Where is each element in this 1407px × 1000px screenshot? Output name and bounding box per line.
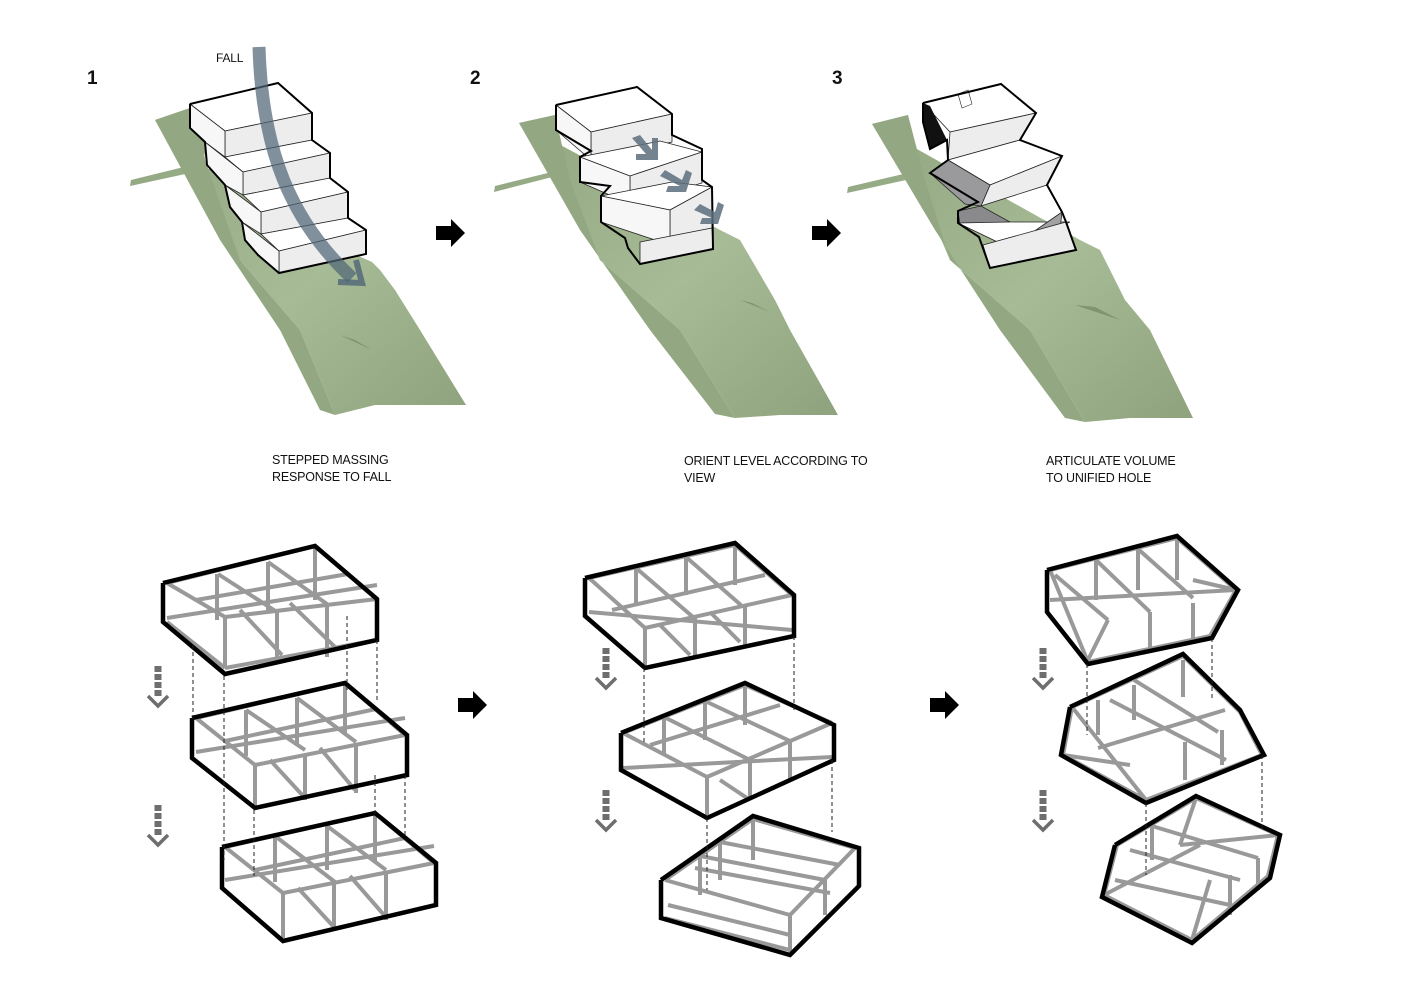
frame-arrow-1-to-2-icon (458, 691, 487, 719)
step-3-caption-line2: TO UNIFIED HOLE (1046, 471, 1151, 485)
frame-2b (618, 680, 837, 821)
step-1-number: 1 (87, 68, 98, 89)
stack-arrow-3a-icon (1031, 646, 1055, 690)
site-terrain-2 (494, 115, 838, 418)
fall-arrow-icon (252, 46, 357, 283)
articulated-massing (922, 82, 1078, 270)
step-3-caption-line1: ARTICULATE VOLUME (1046, 454, 1176, 468)
frame-stack-3 (1031, 533, 1283, 946)
stack-arrow-2a-icon (594, 646, 618, 690)
fall-arrow-head-icon (337, 259, 366, 287)
orient-arrow-icons (632, 135, 724, 224)
step-2-caption-line2: VIEW (684, 471, 716, 485)
alignment-lines-1 (192, 616, 406, 876)
frame-arrow-2-to-3-icon (930, 691, 959, 719)
step-2-panel: 2 ORIENT LEVEL ACCORDING TO VIEW (470, 68, 868, 485)
frame-1a (160, 543, 380, 677)
step-arrow-1-to-2-icon (436, 219, 465, 247)
frame-3a (1044, 533, 1241, 667)
frame-2c (658, 813, 862, 958)
frame-1b (189, 680, 410, 811)
stack-arrow-3b-icon (1031, 788, 1055, 832)
frame-stack-2 (582, 540, 862, 958)
site-terrain-3 (847, 115, 1193, 422)
step-3-number: 3 (832, 68, 843, 89)
alignment-lines-2 (643, 636, 833, 890)
fall-label: FALL (216, 51, 244, 65)
frame-2a (582, 540, 797, 671)
alignment-lines-3 (1086, 638, 1263, 875)
step-2-caption-line1: ORIENT LEVEL ACCORDING TO (684, 454, 868, 468)
step-3-panel: 3 ARTICULATE VOLUME TO UNIFIED HOLE (832, 68, 1193, 485)
step-1-caption-line1: STEPPED MASSING (272, 453, 388, 467)
frame-3c (1099, 793, 1283, 946)
stack-arrow-1a-icon (146, 664, 170, 708)
step-arrow-2-to-3-icon (812, 219, 841, 247)
stack-arrow-1b-icon (146, 803, 170, 847)
frame-3b (1058, 651, 1268, 806)
step-1-panel: 1 FALL STEPPED MASSING RESPONSE (87, 46, 466, 484)
step-2-number: 2 (470, 68, 481, 89)
step-1-caption-line2: RESPONSE TO FALL (272, 470, 392, 484)
frame-stack-1 (146, 543, 439, 944)
stack-arrow-2b-icon (594, 788, 618, 832)
